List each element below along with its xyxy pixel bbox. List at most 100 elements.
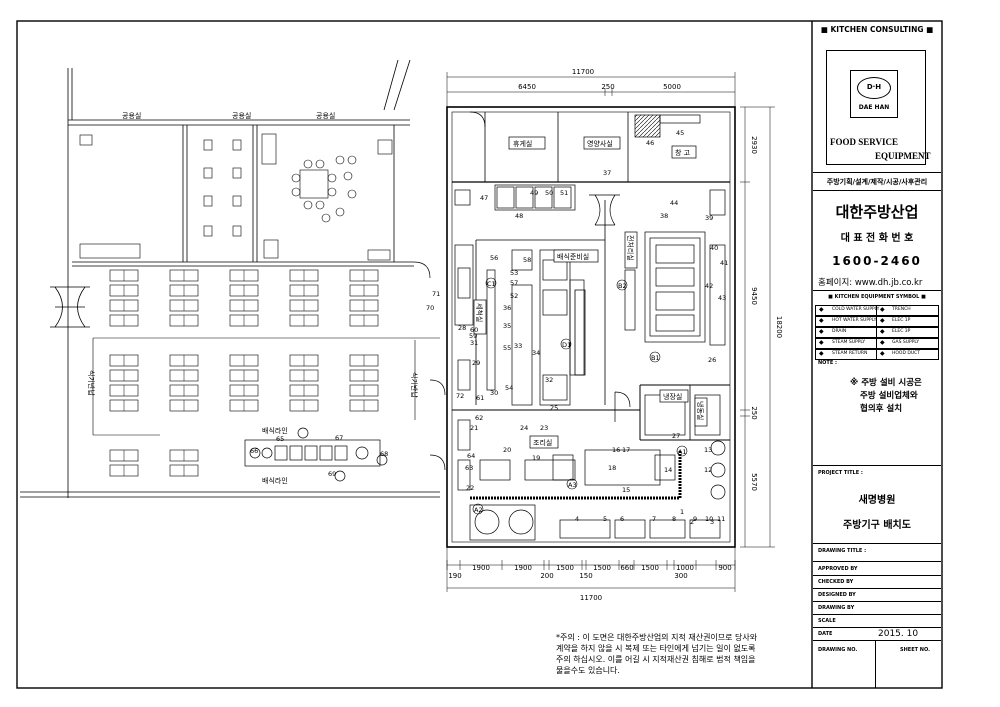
restroom-label-2: 공용실 [232,111,251,120]
equipment-number: 46 [646,139,654,147]
approval-label: APPROVED BY [818,566,858,572]
symbol-left-label: HOT WATER SUPPLY [832,318,877,323]
equipment-number: 69 [328,470,336,478]
equipment-number: 65 [276,435,284,443]
project-title-label: PROJECT TITLE : [818,470,863,476]
equipment-number: 25 [550,404,558,412]
approval-label: DRAWING BY [818,605,855,611]
dim-bottom-segment: 190 [448,572,461,580]
equipment-number: 40 [710,244,718,252]
phone-number: 1600-2460 [832,254,922,268]
dim-bottom-segment: 150 [579,572,592,580]
equipment-number: 21 [470,424,478,432]
top-left-rooms [79,133,393,261]
note-line-1: ※ 주방 설비 시공은 [850,378,922,388]
equipment-number: 23 [540,424,548,432]
marker-b2: B2 [618,282,627,290]
equipment-number: 53 [510,269,518,277]
fse-line-2: EQUIPMENT [875,151,931,161]
equipment-number: 55 [503,344,511,352]
symbol-right-label: GAS SUPPLY [892,340,920,345]
equipment-number: 15 [622,486,630,494]
dimension-lines [446,72,775,592]
room-fridge: 냉장실 [663,392,682,401]
equipment-number: 48 [515,212,523,220]
equipment-number: 67 [335,434,343,442]
project-name: 새명병원 [858,495,896,506]
website: 홈페이지: www.dh.jb.co.kr [818,278,923,288]
equipment-number: 34 [532,349,540,357]
symbol-icon: ◆ [819,350,824,357]
symbol-right-label: ELEC 1P [892,318,911,323]
approval-value: 2015. 10 [878,629,919,639]
sheet-border [16,20,943,689]
equipment-number: 58 [523,256,531,264]
equipment-number: 47 [480,194,488,202]
room-storage: 창 고 [675,149,691,157]
equipment-number: 11 [717,515,725,523]
marker-c1: C1 [487,280,496,288]
notice-line-1: *주의 : 이 도면은 대한주방산업의 지적 재산권이므로 당사와 [556,633,758,642]
equipment-number: 28 [458,324,466,332]
notice-line-4: 물을수도 있습니다. [556,666,620,675]
logo-initials: D·H [866,83,882,91]
plan-markers [472,277,688,515]
symbol-icon: ◆ [880,306,885,313]
symbol-row [815,316,939,327]
kitchen-walls [446,106,736,548]
equipment-number: 20 [503,446,511,454]
company-logo: D·H DAE HAN [850,70,898,118]
equipment-number: 72 [456,392,464,400]
dim-bottom-segment: 660 [620,564,633,572]
dim-bottom-segment: 1000 [676,564,694,572]
equipment-number: 68 [380,450,388,458]
note-line-2: 주방 설비업체와 [860,391,918,401]
equipment-number: 19 [532,454,540,462]
room-dietitian-office: 영양사실 [587,139,613,148]
room-freezer: 냉동실 [696,401,705,420]
drawing-title-label: DRAWING TITLE : [818,548,867,554]
equipment-number: 37 [603,169,611,177]
sheet-no-label: SHEET NO. [900,647,930,653]
services-line: 주방기획/설계/제작/시공/사후관리 [826,178,928,186]
symbol-icon: ◆ [819,339,824,346]
equipment-number: 43 [718,294,726,302]
marker-b1: B1 [651,354,660,362]
logo-oval [857,77,891,99]
equipment-number: 18 [608,464,616,472]
equipment-number: 63 [465,464,473,472]
symbol-right-label: TRENCH [892,307,911,312]
dim-right-1: 2930 [750,136,758,154]
notice-line-2: 계약을 하지 않을 시 복제 또는 타인에게 넘기는 일이 없도록 [556,644,756,653]
approval-label: CHECKED BY [818,579,854,585]
dim-bottom-segment: 1500 [556,564,574,572]
equipment-number: 56 [490,254,498,262]
dim-bottom-segment: 1500 [641,564,659,572]
equipment-number: 44 [670,199,678,207]
equipment-number: 5 [603,515,607,523]
title-block-header: ■ KITCHEN CONSULTING ■ [820,25,934,34]
equipment-number: 41 [720,259,728,267]
dim-top-mid: 250 [601,83,614,91]
equipment-number: 1 [680,508,684,516]
equipment-number: 49 [530,189,538,197]
symbol-left-label: STEAM RETURN [832,351,868,356]
logo-frame [826,50,926,165]
marker-a1: A1 [678,448,687,456]
project-subtitle: 주방기구 배치도 [843,520,911,531]
equipment-number: 3 [710,518,714,526]
symbol-icon: ◆ [880,339,885,346]
room-labels: 휴게실 영양사실 창 고 배식준비실 세척실 전처리실 조리실 냉장실 냉동실 [473,136,708,449]
symbol-left-label: COLD WATER SUPPLY [832,307,880,312]
equipment-number: 57 [510,279,518,287]
equipment-number: 45 [676,129,684,137]
equipment-number: 35 [503,322,511,330]
kitchen-equipment [454,114,726,541]
symbol-icon: ◆ [819,317,824,324]
note-line-3: 협의후 설치 [860,404,903,414]
dim-bottom-segment: 200 [540,572,553,580]
equipment-number: 31 [470,339,478,347]
dining-hall [20,59,440,498]
